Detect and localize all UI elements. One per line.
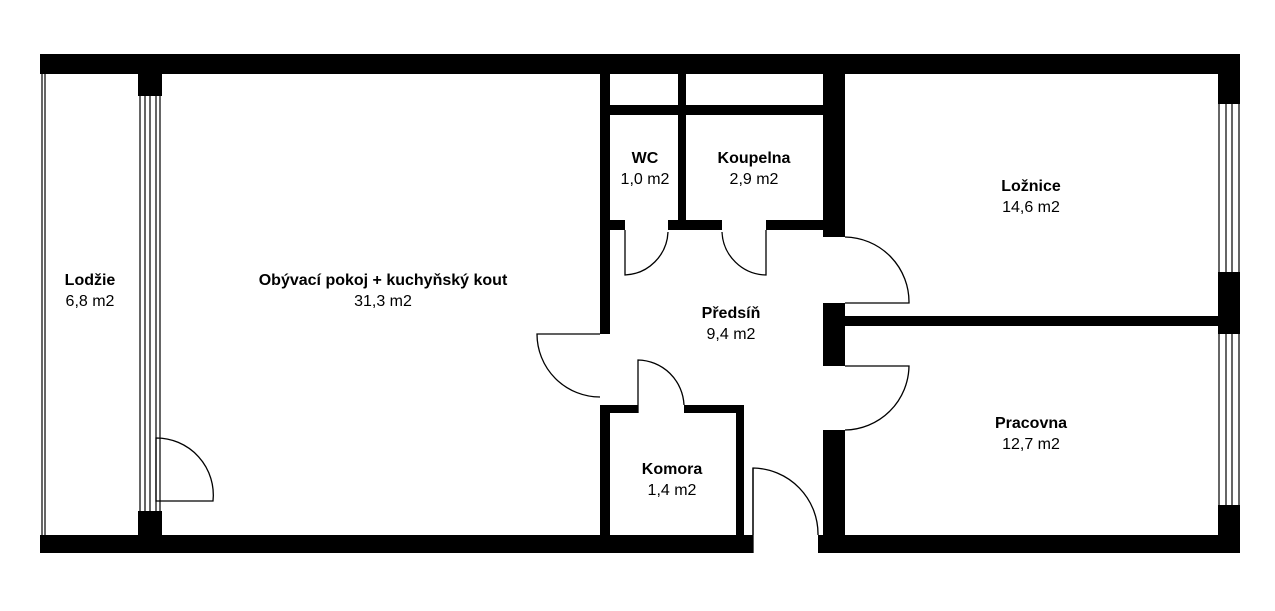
room-obyvaci-area: 31,3 m2 — [354, 293, 412, 310]
door-living — [536, 333, 601, 398]
room-loznice-name: Ložnice — [1001, 178, 1061, 195]
windows — [41, 74, 1240, 535]
wall-left-top — [40, 54, 46, 74]
door-bedroom — [844, 236, 910, 304]
wall-right-top — [1218, 54, 1240, 104]
wall-wc-bottom-right — [668, 220, 722, 230]
room-pracovna-name: Pracovna — [994, 415, 1068, 432]
wall-komora-left — [600, 405, 610, 553]
room-lodzie-name: Lodžie — [64, 272, 116, 289]
room-loznice-label: Ložnice 14,6 m2 — [1001, 176, 1061, 218]
wall-bottom-left — [40, 535, 753, 553]
room-pracovna-label: Pracovna 12,7 m2 — [995, 413, 1067, 455]
wall-komora-top-right — [684, 405, 742, 413]
wall-komora-right — [736, 405, 744, 553]
door-study — [844, 365, 910, 431]
wall-living-hall-top — [600, 54, 610, 334]
wall-left-bottom — [40, 535, 46, 553]
room-koupelna-area: 2,9 m2 — [729, 171, 779, 188]
wall-bath-bedroom — [823, 54, 845, 237]
room-pracovna-area: 12,7 m2 — [1002, 436, 1060, 453]
wall-loggia-top — [138, 54, 162, 96]
room-obyvaci-label: Obývací pokoj + kuchyňský kout 31,3 m2 — [259, 270, 508, 312]
room-predsin-area: 9,4 m2 — [706, 326, 756, 343]
wall-bedroom-study — [823, 316, 1240, 326]
wall-right-bottom — [1218, 505, 1240, 553]
room-wc-area: 1,0 m2 — [620, 171, 670, 188]
wall-shaft-bottom — [600, 105, 826, 115]
wall-bath-bottom-right — [766, 220, 826, 230]
doors — [155, 230, 910, 553]
wall-bottom-right — [818, 535, 1240, 553]
walls — [40, 54, 1240, 553]
wall-bedroom-hall — [823, 303, 845, 366]
wall-wc-bath — [678, 70, 686, 225]
door-wc — [624, 230, 669, 276]
room-lodzie-label: Lodžie 6,8 m2 — [65, 270, 116, 312]
room-wc-label: WC 1,0 m2 — [621, 148, 670, 190]
door-loggia — [155, 437, 214, 502]
window-bedroom — [1218, 104, 1240, 272]
room-komora-label: Komora 1,4 m2 — [642, 459, 702, 501]
room-wc-name: WC — [631, 150, 659, 167]
window-study — [1218, 334, 1240, 505]
door-bath — [721, 230, 767, 276]
wall-loggia-bottom — [138, 511, 162, 553]
window-loggia-outer — [41, 74, 46, 535]
window-living — [139, 96, 161, 511]
room-lodzie-area: 6,8 m2 — [65, 293, 115, 310]
room-koupelna-label: Koupelna 2,9 m2 — [718, 148, 791, 190]
door-komora — [637, 359, 685, 413]
room-komora-area: 1,4 m2 — [647, 482, 697, 499]
wall-study-hall — [823, 430, 845, 553]
wall-top — [40, 54, 1240, 74]
room-komora-name: Komora — [641, 461, 703, 478]
room-predsin-name: Předsíň — [701, 305, 761, 322]
wall-komora-top-left — [600, 405, 638, 413]
room-koupelna-name: Koupelna — [717, 150, 791, 167]
door-entrance — [752, 467, 819, 536]
room-predsin-label: Předsíň 9,4 m2 — [702, 303, 761, 345]
room-obyvaci-name: Obývací pokoj + kuchyňský kout — [258, 272, 508, 289]
room-loznice-area: 14,6 m2 — [1002, 199, 1060, 216]
wall-wc-bottom — [600, 220, 625, 230]
